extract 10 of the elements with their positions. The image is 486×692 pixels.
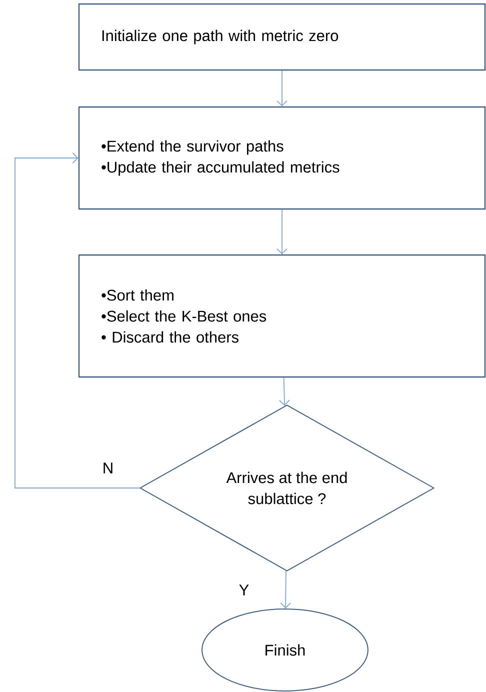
arrow (280, 570, 292, 608)
process-box: •Sort them •Select the K-Best ones • Discard the others (78, 254, 486, 378)
arrow (276, 209, 288, 254)
edge-label: N (101, 462, 115, 474)
arrow (279, 377, 290, 406)
arrow (14, 152, 140, 488)
arrow (276, 70, 288, 106)
process-box: •Extend the survivor paths •Update their accumulated metrics (78, 106, 486, 210)
process-box: Initialize one path with metric zero (78, 3, 486, 71)
edge-label: Y (238, 584, 250, 596)
